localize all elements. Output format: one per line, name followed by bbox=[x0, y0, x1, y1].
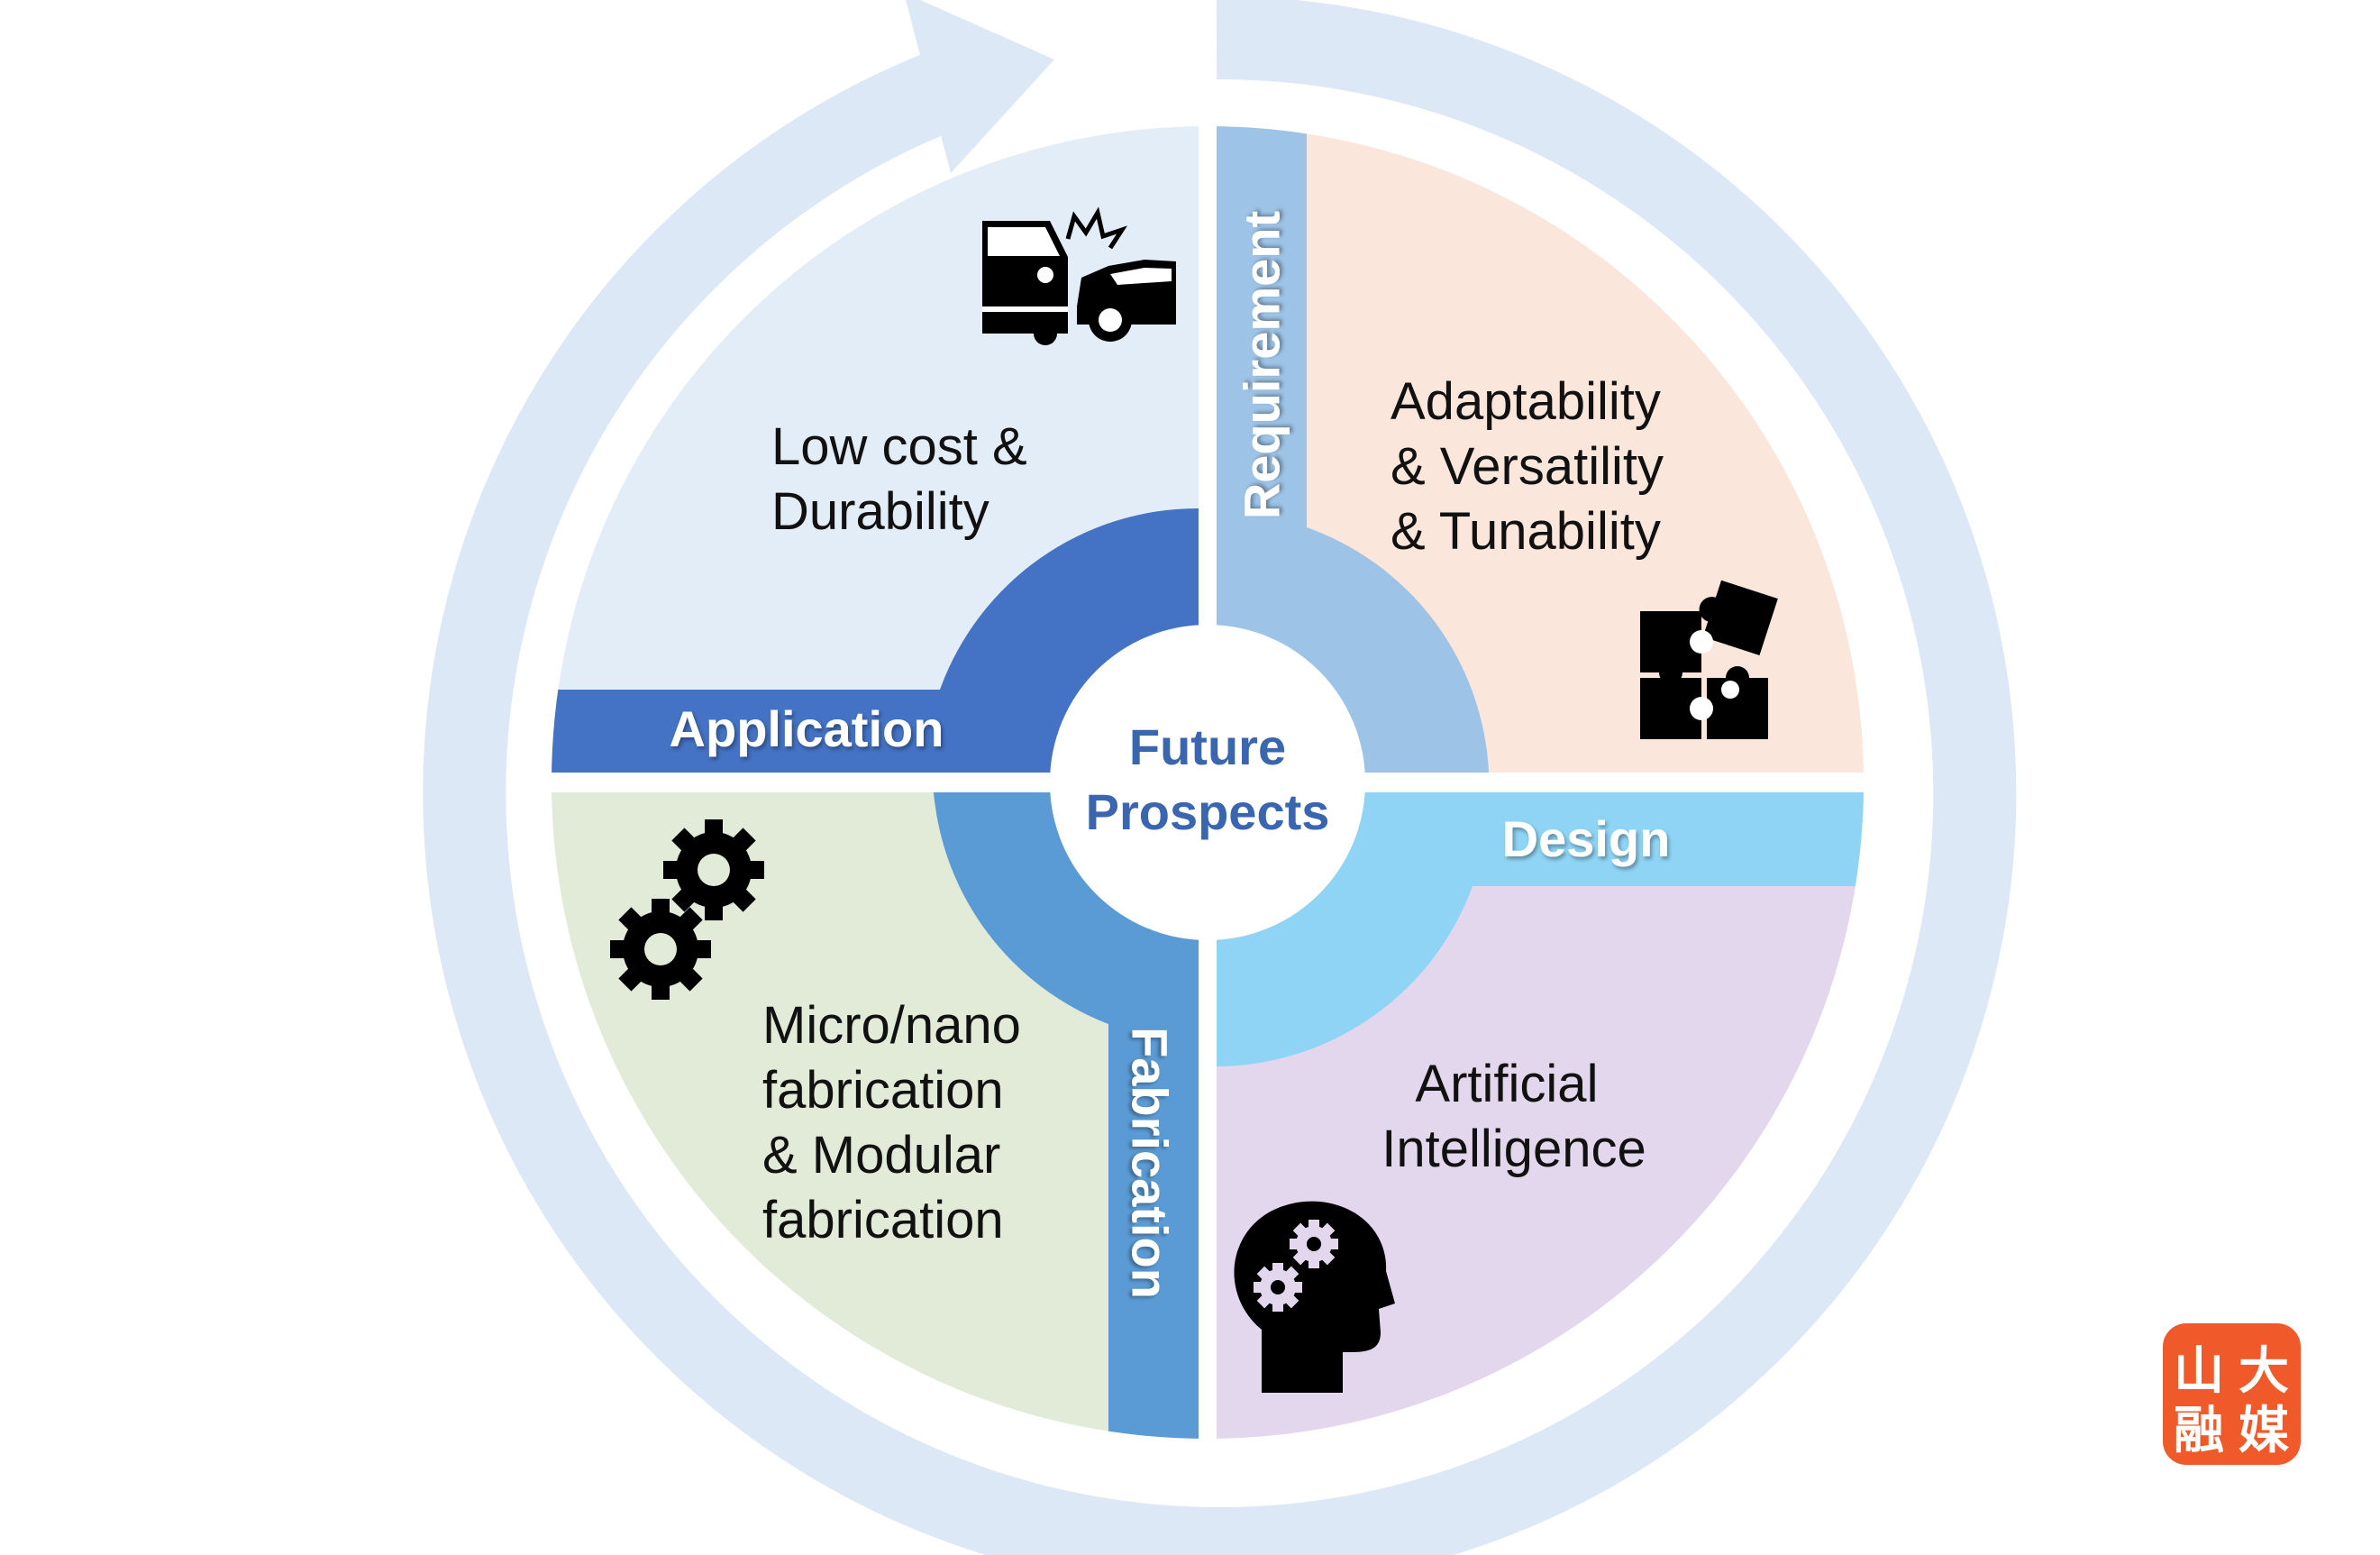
center-title-line2: Prospects bbox=[1086, 783, 1330, 840]
fabrication-band bbox=[934, 792, 1199, 1439]
top-right-text: Adaptability & Versatility & Tunability bbox=[1391, 372, 1678, 561]
fabrication-label: Fabrication bbox=[1122, 1027, 1179, 1299]
application-label: Application bbox=[670, 700, 944, 757]
bottom-right-text: Artificial Intelligence bbox=[1381, 1055, 1646, 1178]
logo-char-1: 山 bbox=[2174, 1342, 2224, 1401]
top-left-text: Low cost & Durability bbox=[771, 417, 1042, 541]
logo-char-2: 大 bbox=[2239, 1342, 2289, 1401]
head-gears-icon bbox=[1234, 1201, 1395, 1393]
logo-char-4: 媒 bbox=[2239, 1402, 2290, 1460]
shanda-media-logo: 山 大 融 媒 bbox=[2163, 1323, 2301, 1465]
requirement-label: Requirement bbox=[1234, 211, 1290, 519]
bottom-left-text: Micro/nano fabrication & Modular fabrica… bbox=[762, 996, 1035, 1249]
gears-icon bbox=[610, 819, 764, 1000]
cycle-arrow bbox=[423, 0, 2017, 1555]
puzzle-icon bbox=[1640, 580, 1778, 739]
design-band bbox=[1217, 792, 1864, 1066]
center-title-line1: Future bbox=[1129, 718, 1286, 775]
car-crash-icon bbox=[982, 206, 1176, 345]
design-label: Design bbox=[1502, 810, 1671, 867]
application-band bbox=[552, 508, 1199, 773]
requirement-band bbox=[1217, 126, 1489, 773]
center-disk bbox=[1050, 625, 1365, 940]
logo-char-3: 融 bbox=[2174, 1402, 2224, 1460]
